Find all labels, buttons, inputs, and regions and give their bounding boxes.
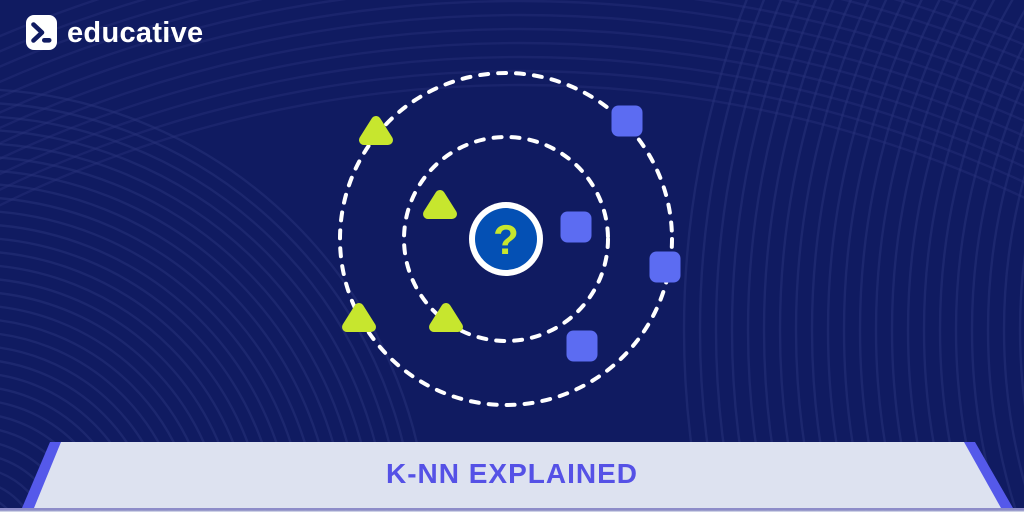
triangle-point xyxy=(342,303,376,332)
brand-logo: educative xyxy=(26,15,204,50)
outer-ring xyxy=(338,71,674,407)
ribbon-underline xyxy=(0,508,1024,511)
brand-name: educative xyxy=(67,17,204,49)
square-point xyxy=(566,330,598,362)
title-ribbon xyxy=(0,442,1024,512)
square-point xyxy=(560,211,592,243)
query-label: ? xyxy=(493,216,519,263)
triangle-point xyxy=(359,116,393,145)
inner-ring xyxy=(402,135,610,343)
ribbon-face xyxy=(34,442,1001,508)
square-point xyxy=(611,105,643,137)
square-point xyxy=(649,251,681,283)
query-point-badge: ? xyxy=(469,202,543,276)
query-badge-fill xyxy=(475,208,537,270)
terminal-prompt-icon xyxy=(26,15,57,50)
ribbon-baseline xyxy=(0,510,1024,512)
square-neighbors xyxy=(560,105,681,362)
triangle-point xyxy=(429,303,463,332)
triangle-point xyxy=(423,190,457,219)
triangle-neighbors xyxy=(342,116,463,332)
